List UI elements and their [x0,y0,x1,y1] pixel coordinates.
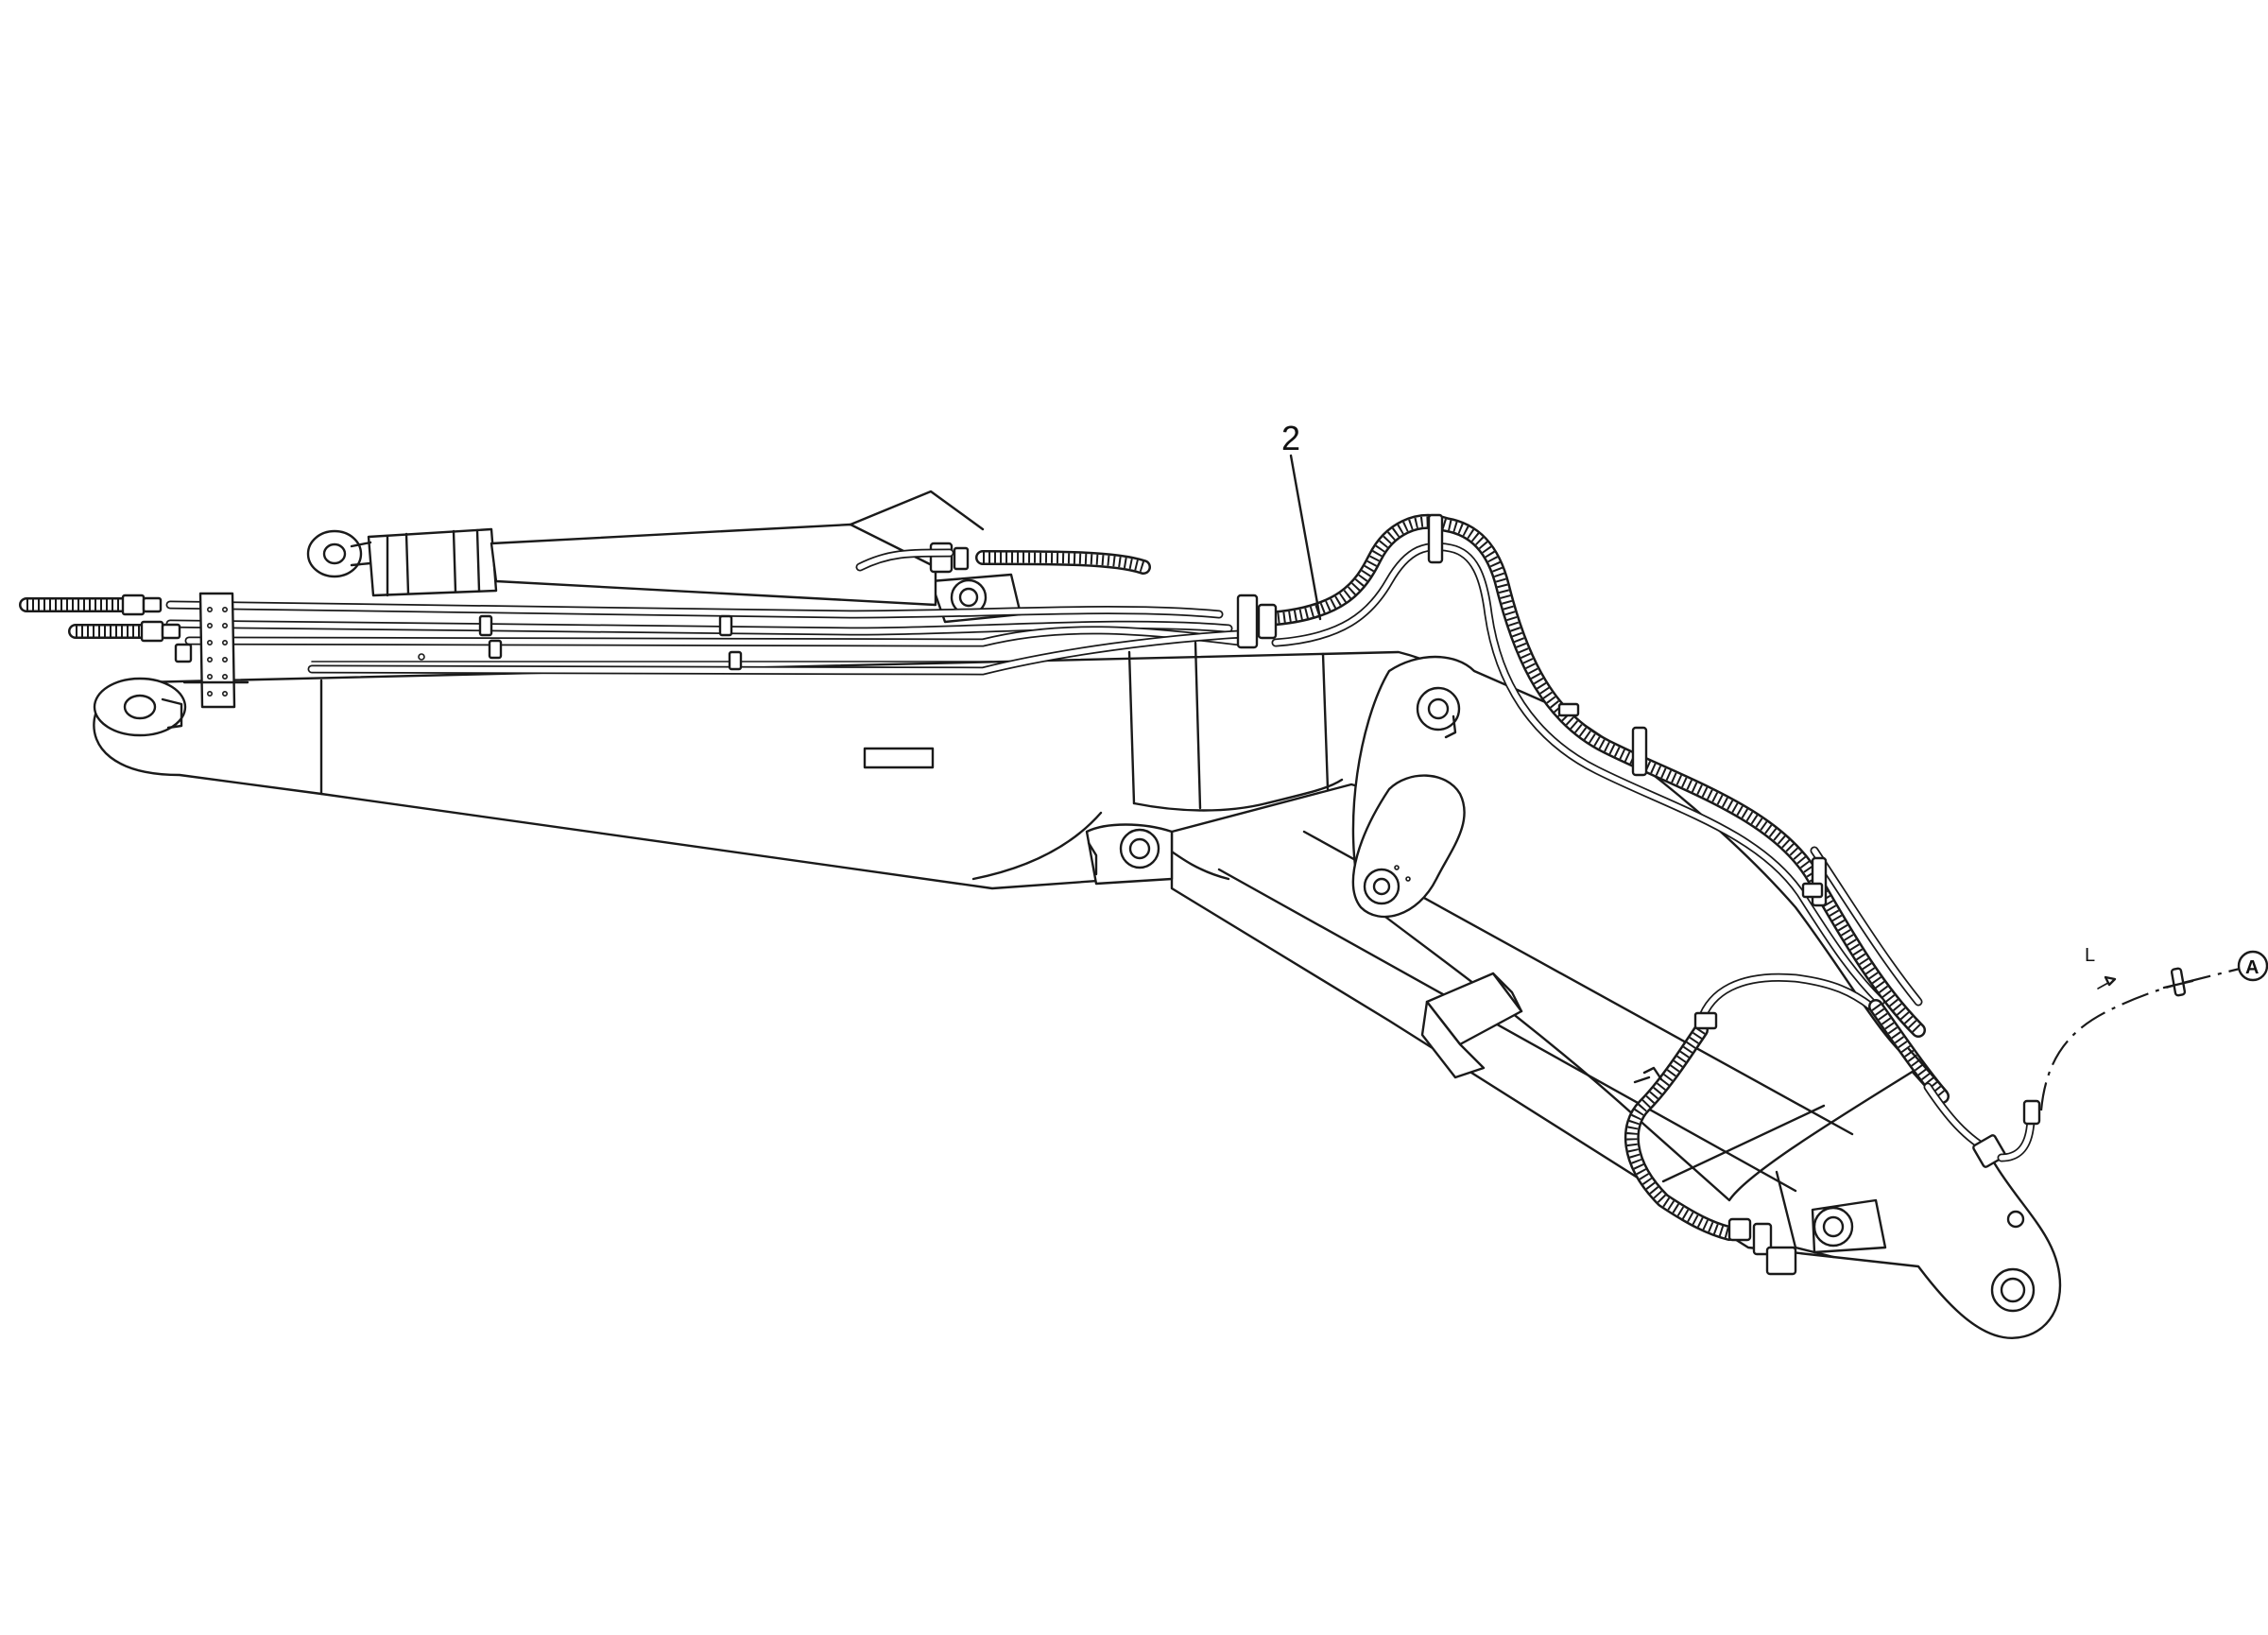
boom-cylinder [350,490,985,607]
end-connection [1923,950,2268,1168]
reference-label-a: A [2245,957,2259,978]
hose-2 [1236,513,1926,1038]
nameplate [863,747,935,769]
reference-circle [2237,950,2268,982]
upper-return-hose [855,542,1151,575]
lower-arm-hose [1624,972,1950,1276]
pipe-bundle [19,592,1262,709]
part-number-2: 2 [1281,419,1300,457]
leader-line-2 [1289,454,1322,621]
arm-cylinder-block [1420,972,1835,1259]
direction-label-l: L [2085,945,2095,966]
